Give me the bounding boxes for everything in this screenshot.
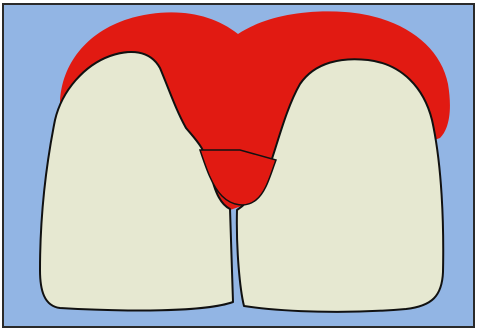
- dental-diagram: [0, 0, 478, 332]
- dental-diagram-frame: [0, 0, 478, 332]
